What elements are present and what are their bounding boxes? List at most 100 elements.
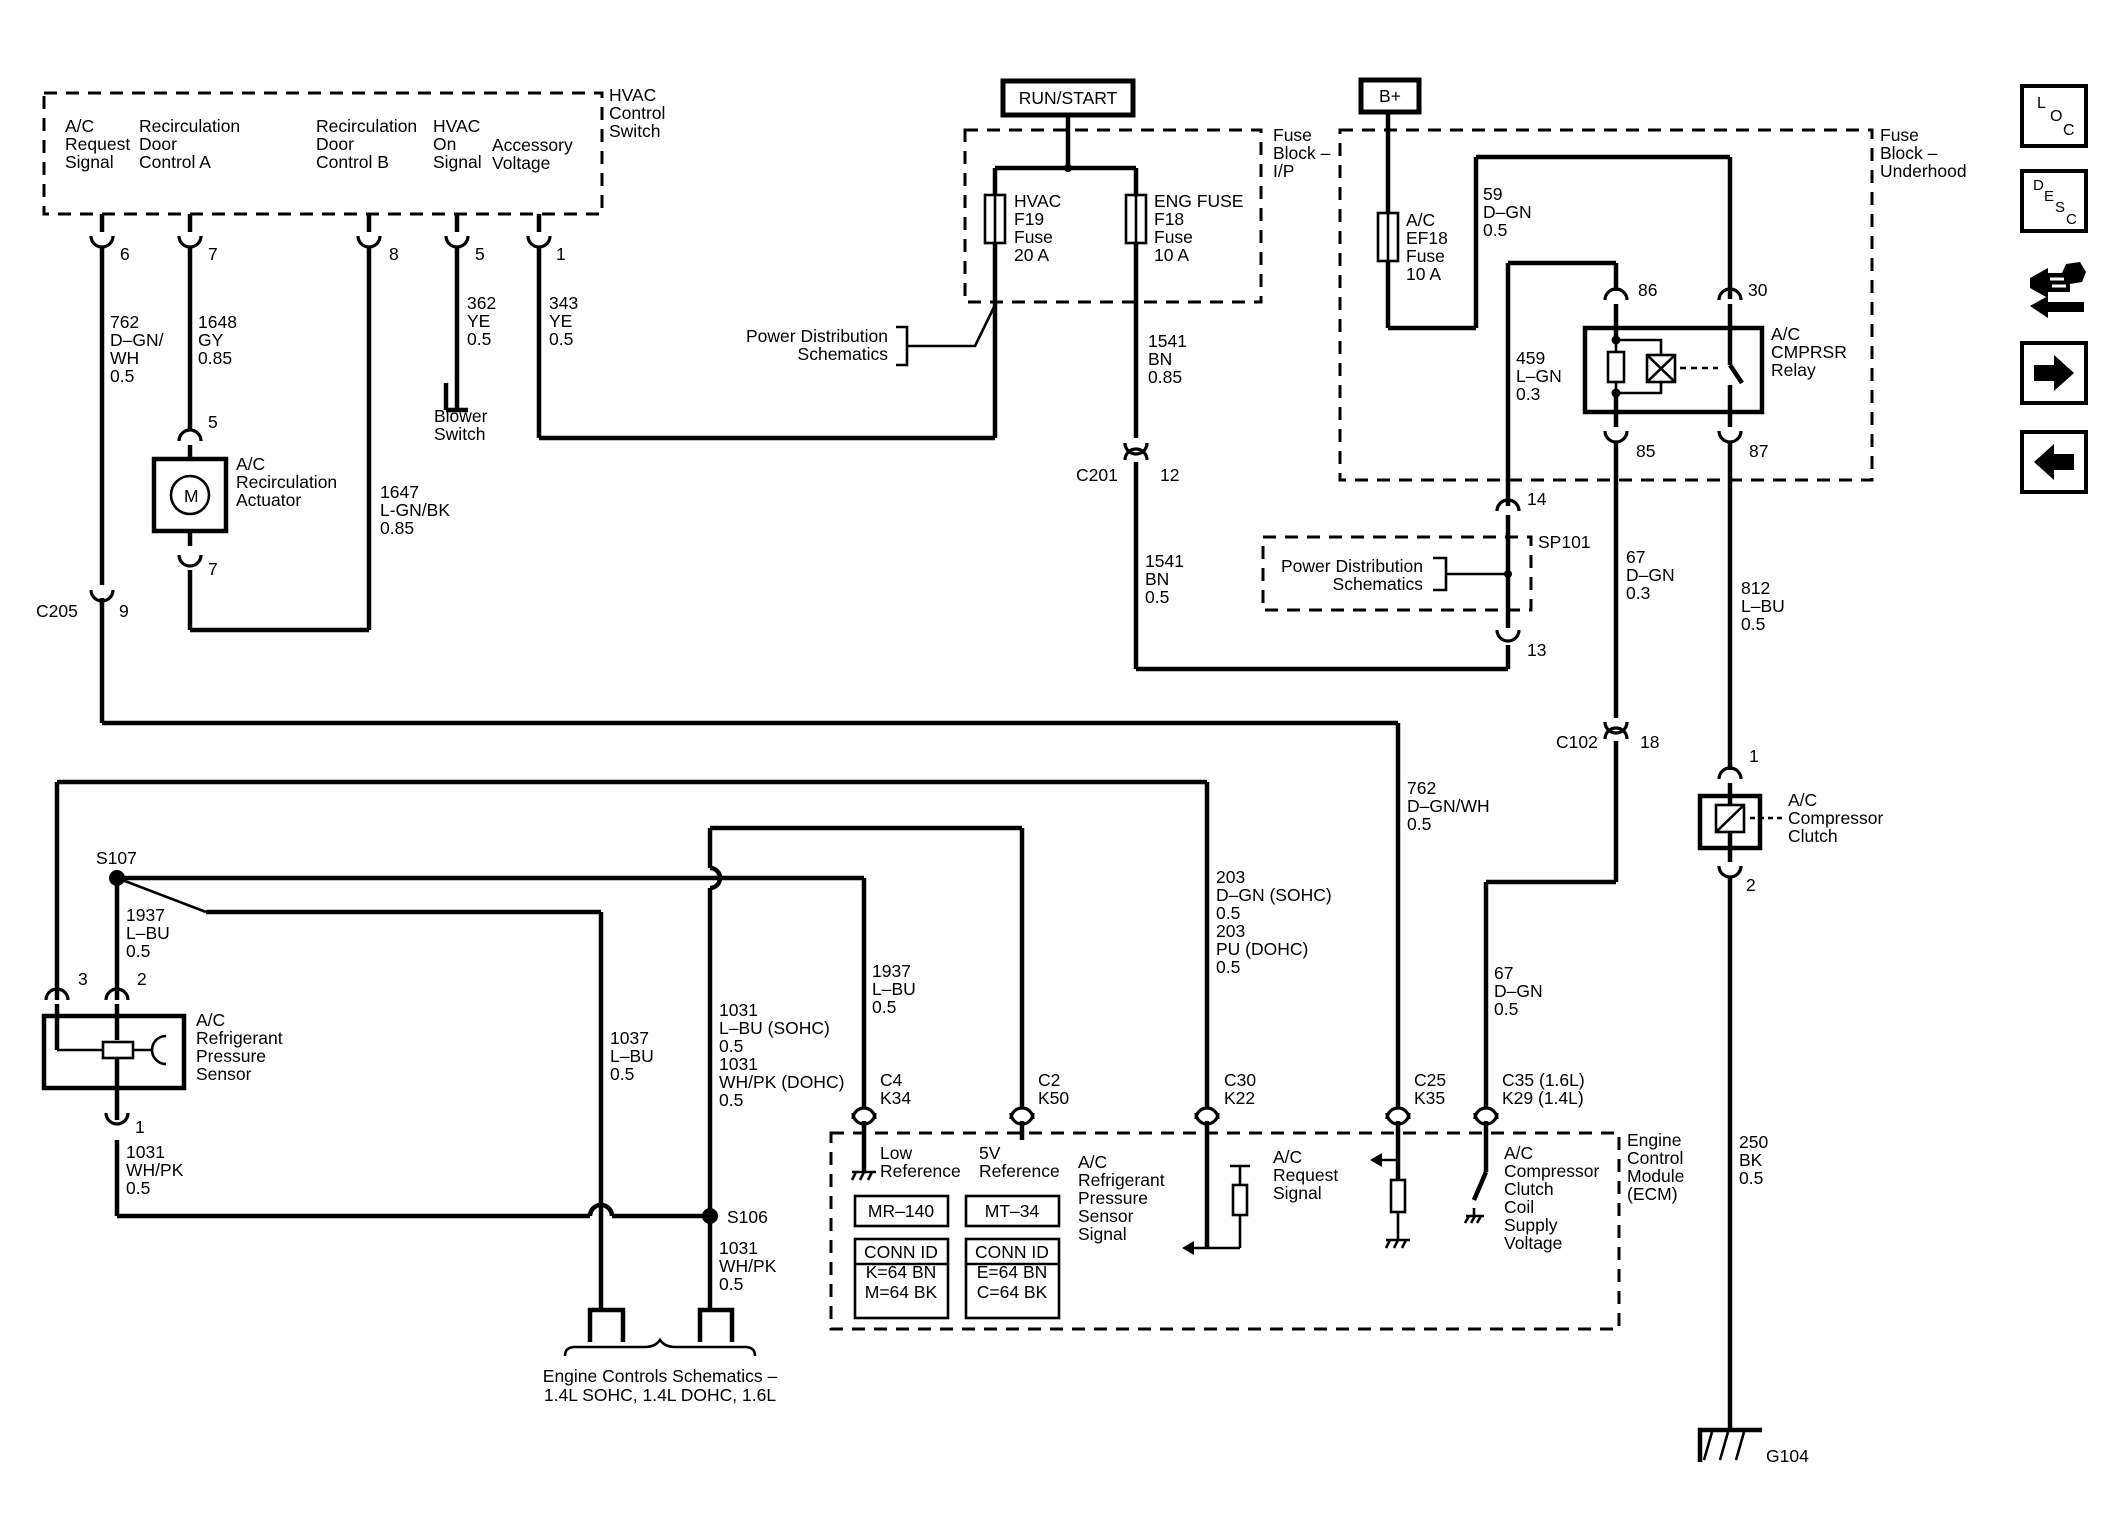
hvac-switch-wires [99, 243, 998, 633]
hvac-fuse-label-line: F19 [1014, 209, 1044, 229]
relay-label-line: Relay [1771, 360, 1816, 380]
clutch-pin-2: 2 [1746, 875, 1756, 895]
previous-button[interactable] [2020, 430, 2088, 494]
engine-controls-label: Engine Controls Schematics –1.4L SOHC, 1… [543, 1366, 778, 1405]
ecm-title-line: (ECM) [1627, 1184, 1678, 1204]
next-button[interactable] [2020, 341, 2088, 405]
switch-pins [89, 214, 552, 249]
pds-1-label-line: Schematics [798, 344, 889, 364]
switch-pin-label-6-line: Signal [65, 152, 114, 172]
relay-coil-icon [1645, 353, 1677, 384]
s107-label: S107 [96, 848, 137, 868]
wire-1037-label-line: 0.5 [610, 1064, 634, 1084]
switch-pin-label-5-line: Signal [433, 152, 482, 172]
wire-1541-bot-label-line: 0.5 [1145, 587, 1169, 607]
conn-id-1-label-line: CONN ID [864, 1242, 938, 1262]
relay-switch-icon [1728, 363, 1744, 385]
relay-pin-86: 86 [1638, 280, 1657, 300]
ecm-sensor-signal-label-line: Sensor [1078, 1206, 1134, 1226]
switch-pin-label-5-line: On [433, 134, 456, 154]
clutch-label-line: Clutch [1788, 826, 1838, 846]
pds-2-label-line: Schematics [1333, 574, 1424, 594]
ecm-low-ref-label-line: Reference [880, 1161, 961, 1181]
wire-203-label-line: D–GN (SOHC) [1216, 885, 1332, 905]
wire-67-bot-label-line: 67 [1494, 963, 1513, 983]
conn-id-1-box [853, 1237, 950, 1320]
sensor-pin-3: 3 [78, 969, 88, 989]
switch-pin-label-7-line: Door [139, 134, 177, 154]
ecm-pin-c25-label-line: K35 [1414, 1088, 1445, 1108]
ecm-pin-c35-label-line: K29 (1.4L) [1502, 1088, 1584, 1108]
wire-59-label-line: 59 [1483, 184, 1502, 204]
wire-59-label-line: 0.5 [1483, 220, 1507, 240]
relay-coil-wire [1616, 338, 1663, 395]
c201-label: C201 [1076, 465, 1118, 485]
sensor-pin1-cup [104, 1112, 130, 1126]
wire-762-bottom-label-line: 0.5 [1407, 814, 1431, 834]
relay-85-cup [1603, 430, 1629, 444]
sensor-pin3-cup [44, 987, 70, 1001]
location-button[interactable]: L O C [2020, 84, 2088, 148]
ecm-clutch-supply-label-line: Voltage [1504, 1233, 1562, 1253]
ground-icon [1697, 1427, 1762, 1462]
relay-label-line: A/C [1771, 324, 1800, 344]
engine-controls-label-line: 1.4L SOHC, 1.4L DOHC, 1.6L [544, 1385, 776, 1405]
ecm-clutch-supply-label-line: Clutch [1504, 1179, 1554, 1199]
actuator-pin-5: 5 [208, 412, 218, 432]
hvac-fuse-label-line: 20 A [1014, 245, 1049, 265]
conn-id-1-label-line: M=64 BK [865, 1282, 938, 1302]
connector-view-button[interactable] [2022, 252, 2086, 322]
wire-1541-top-label-line: 1541 [1148, 331, 1187, 351]
clutch-bottom-cup [1717, 865, 1743, 879]
wire-67-top-label-line: 67 [1626, 547, 1645, 567]
relay-87-cup [1717, 430, 1743, 444]
arrow-right-icon [2034, 355, 2074, 391]
description-button[interactable]: D E S C [2020, 169, 2088, 233]
ecm-low-ref-label-line: Low [880, 1143, 912, 1163]
arrow-left-icon [2034, 444, 2074, 480]
wire-1031-sensor-label-line: 0.5 [126, 1178, 150, 1198]
wire-1648-label-line: 1648 [198, 312, 237, 332]
g104-label: G104 [1766, 1446, 1809, 1466]
wire-203-label-line: 203 [1216, 921, 1245, 941]
conn-id-2-box [964, 1237, 1061, 1320]
clutch-label-line: Compressor [1788, 808, 1883, 828]
blower-switch-label-line: Switch [434, 424, 486, 444]
wire-1541-top-label-line: 0.85 [1148, 367, 1182, 387]
wire-1037-label-line: 1037 [610, 1028, 649, 1048]
c201-pin: 12 [1160, 465, 1179, 485]
ecm-pin-c2-label-line: K50 [1038, 1088, 1069, 1108]
conn-mr140-label: MR–140 [868, 1201, 934, 1221]
switch-pin-label-5-line: HVAC [433, 116, 480, 136]
c102-pin: 18 [1640, 732, 1659, 752]
wire-59-label-line: D–GN [1483, 202, 1532, 222]
fuse-block-uh-title-line: Block – [1880, 143, 1938, 163]
sensor-wires [54, 779, 1210, 1310]
wire-762-label-line: 762 [110, 312, 139, 332]
wire-459-label-line: 0.3 [1516, 384, 1540, 404]
loc-letter-o: O [2050, 108, 2062, 125]
wire-812-label-line: 812 [1741, 578, 1770, 598]
wire-1031-lower-label-line: 0.5 [719, 1274, 743, 1294]
